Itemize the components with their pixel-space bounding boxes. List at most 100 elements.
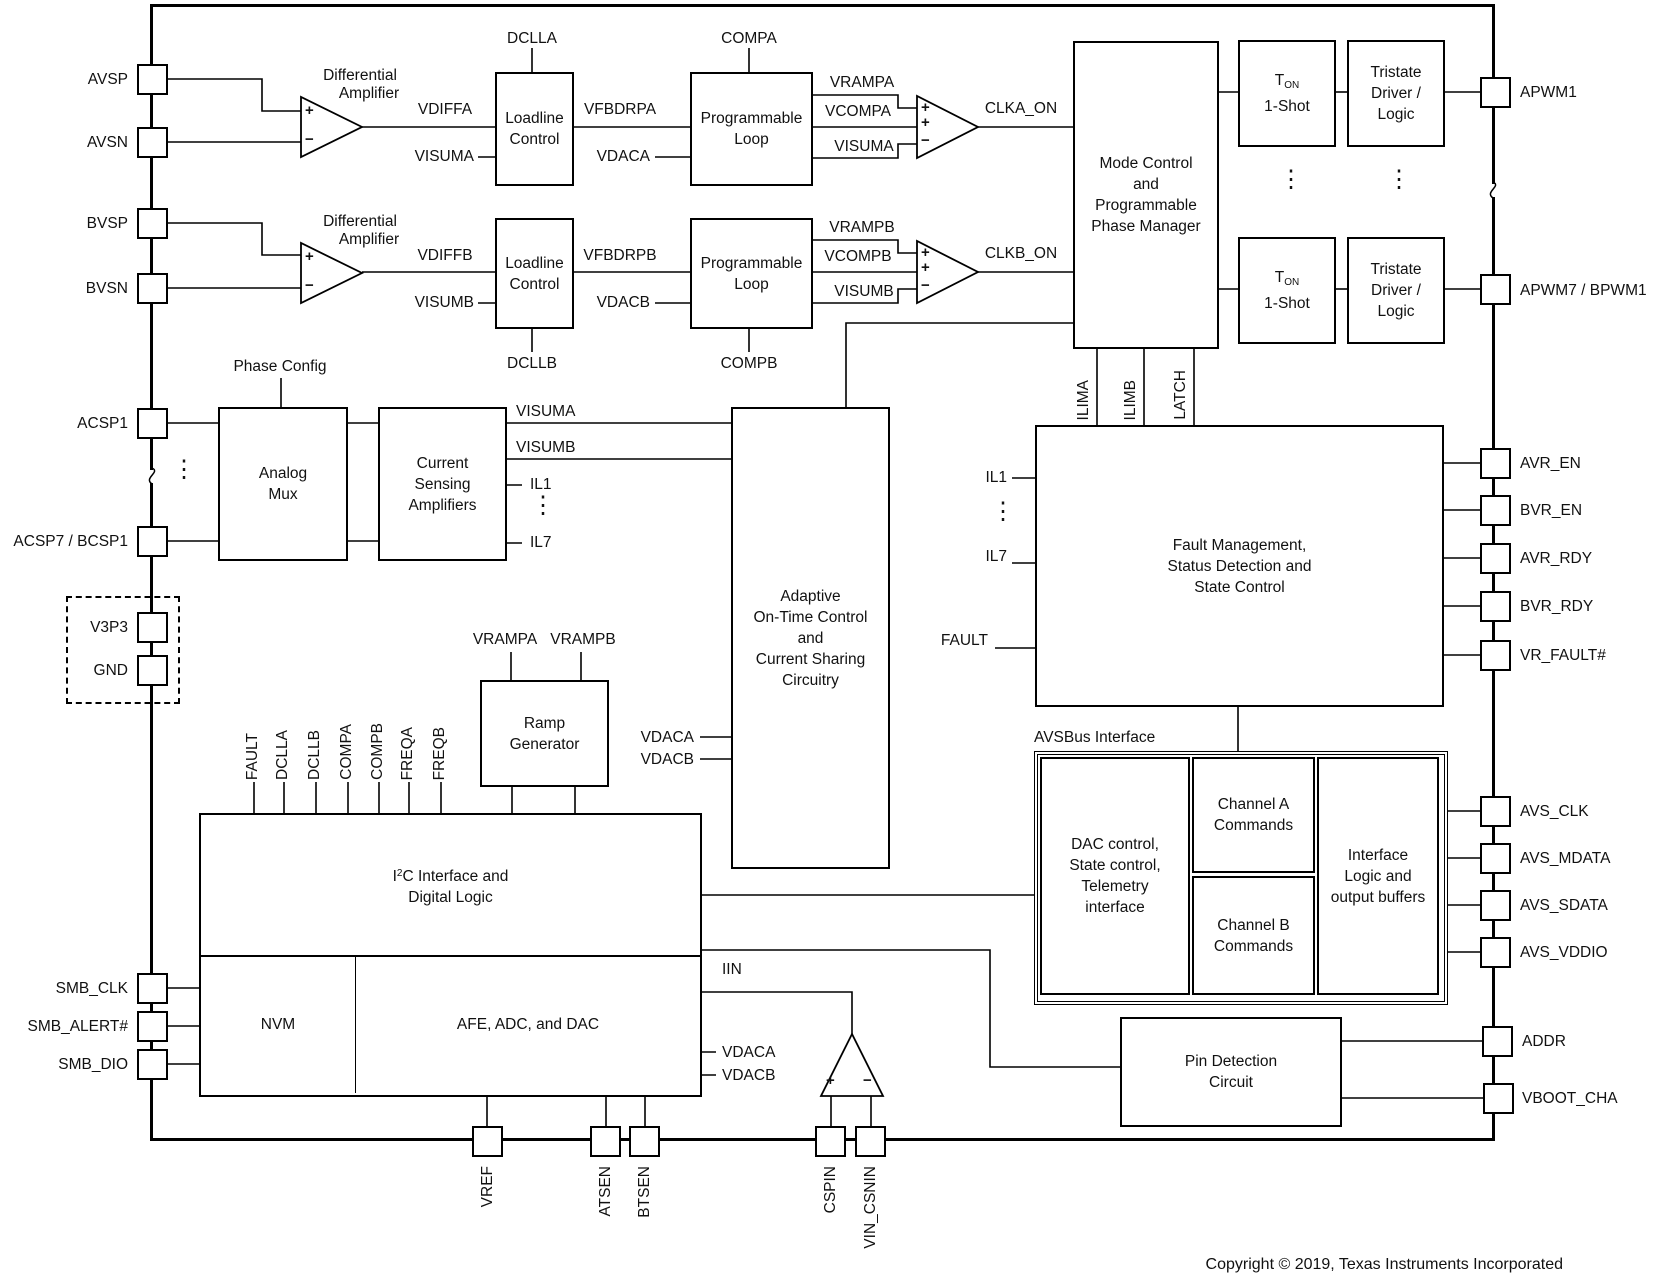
- block-ramp-generator: Ramp Generator: [480, 680, 609, 787]
- signal-phase-config: Phase Config: [233, 358, 327, 375]
- plus-sign: +: [826, 1072, 835, 1089]
- plus-sign: +: [921, 259, 930, 276]
- block-avsbus-channel-b: Channel B Commands: [1192, 876, 1315, 995]
- pin-avsn: [137, 127, 168, 158]
- pin-gnd: [137, 655, 168, 686]
- signal-dclla: DCLLA: [507, 30, 557, 47]
- copyright-text: Copyright © 2019, Texas Instruments Inco…: [1205, 1256, 1563, 1273]
- minus-sign: −: [305, 277, 314, 294]
- minus-sign: −: [305, 131, 314, 148]
- signal-fault-in: FAULT: [940, 632, 988, 649]
- pin-label-acsp1: ACSP1: [77, 415, 128, 432]
- signal-compb: COMPB: [720, 355, 778, 372]
- signal-visuma-csa: VISUMA: [516, 403, 576, 420]
- pin-cspin: [815, 1126, 846, 1157]
- supply-pins-dashed-box: [66, 596, 180, 704]
- pin-label-cspin: CSPIN: [822, 1166, 839, 1214]
- pin-label-bvr-rdy: BVR_RDY: [1520, 598, 1594, 615]
- signal-vdiffa: VDIFFA: [417, 101, 473, 118]
- pin-label-gnd: GND: [93, 662, 128, 679]
- pin-avs-mdata: [1480, 843, 1511, 874]
- block-loadline-control-b: Loadline Control: [495, 218, 574, 329]
- pin-addr: [1482, 1026, 1513, 1057]
- signal-vfbdrpb: VFBDRPB: [583, 247, 657, 264]
- block-tristate-driver-bottom: Tristate Driver / Logic: [1347, 237, 1445, 344]
- pin-vin-csnin: [855, 1126, 886, 1157]
- diff-amp-a-label: Differential Amplifier: [323, 67, 400, 102]
- pin-acsp7-bcsp1: [137, 526, 168, 557]
- ellipsis-vertical-icon: ⋮: [1387, 166, 1411, 193]
- signal-dclla-i2c: DCLLA: [274, 730, 291, 780]
- signal-visumb-comp: VISUMB: [834, 283, 894, 300]
- pin-label-vref: VREF: [479, 1166, 496, 1208]
- pin-bvsn: [137, 273, 168, 304]
- pin-label-smb-clk: SMB_CLK: [55, 980, 128, 997]
- pin-bvsp: [137, 208, 168, 239]
- signal-vrampb-ramp: VRAMPB: [550, 631, 616, 648]
- pin-smb-dio: [137, 1049, 168, 1080]
- i2c-section: I2C Interface and Digital Logic: [201, 815, 700, 957]
- block-tristate-driver-top: Tristate Driver / Logic: [1347, 40, 1445, 147]
- block-avsbus-channel-a: Channel A Commands: [1192, 757, 1315, 873]
- signal-compb-i2c: COMPB: [369, 723, 386, 780]
- pin-bvr-en: [1480, 495, 1511, 526]
- signal-dcllb: DCLLB: [507, 355, 557, 372]
- diff-amp-a-triangle: [300, 95, 365, 159]
- signal-vdaca-adaptive: VDACA: [640, 729, 694, 746]
- pin-label-bvr-en: BVR_EN: [1520, 502, 1583, 519]
- signal-vdaca-afe: VDACA: [722, 1044, 776, 1061]
- signal-visumb-csa: VISUMB: [516, 439, 576, 456]
- pin-acsp1: [137, 408, 168, 439]
- plus-sign: +: [305, 248, 314, 265]
- pin-label-vr-fault: VR_FAULT#: [1520, 647, 1606, 664]
- signal-visumb-loadline-b: VISUMB: [414, 294, 474, 311]
- pin-avsp: [137, 64, 168, 95]
- signal-ilima: ILIMA: [1075, 379, 1092, 420]
- pin-label-apwm7-bpwm1: APWM7 / BPWM1: [1520, 282, 1647, 299]
- minus-sign: −: [921, 277, 930, 294]
- wire-break-icon: [148, 467, 156, 485]
- pin-label-avr-en: AVR_EN: [1520, 455, 1581, 472]
- pin-label-smb-dio: SMB_DIO: [58, 1056, 128, 1073]
- plus-sign: +: [921, 114, 930, 131]
- block-i2c-digital: I2C Interface and Digital Logic NVM AFE,…: [199, 813, 702, 1097]
- signal-vrampa-ramp: VRAMPA: [472, 631, 538, 648]
- signal-vfbdrpa: VFBDRPA: [583, 101, 657, 118]
- signal-ilimb: ILIMB: [1122, 379, 1139, 420]
- pin-label-apwm1: APWM1: [1520, 84, 1577, 101]
- block-ton-1shot-top: TON 1-Shot: [1238, 40, 1336, 147]
- avsbus-inner-frame: [1037, 754, 1445, 1002]
- pin-label-bvsn: BVSN: [85, 280, 128, 297]
- signal-vrampb-comp: VRAMPB: [829, 219, 895, 236]
- ellipsis-vertical-icon: ⋮: [172, 456, 196, 483]
- signal-latch: LATCH: [1172, 370, 1189, 420]
- signal-clka-on: CLKA_ON: [984, 100, 1058, 117]
- afe-adc-dac-section: AFE, ADC, and DAC: [456, 1015, 600, 1033]
- wire-break-icon: [1489, 181, 1497, 199]
- signal-vdiffb: VDIFFB: [417, 247, 473, 264]
- ellipsis-vertical-icon: ⋮: [991, 498, 1015, 525]
- pin-apwm7-bpwm1: [1480, 274, 1511, 305]
- signal-dcllb-i2c: DCLLB: [306, 730, 323, 780]
- avsbus-interface-title: AVSBus Interface: [1034, 729, 1156, 746]
- comparator-a-triangle: [916, 94, 980, 160]
- signal-visuma-loadline-a: VISUMA: [414, 148, 474, 165]
- pin-avs-sdata: [1480, 890, 1511, 921]
- block-loadline-control-a: Loadline Control: [495, 72, 574, 186]
- block-analog-mux: Analog Mux: [218, 407, 348, 561]
- pin-label-vboot-cha: VBOOT_CHA: [1522, 1090, 1618, 1107]
- op-amp-triangles: [300, 94, 980, 1097]
- pin-vboot-cha: [1483, 1083, 1514, 1114]
- signal-vdacb-afe: VDACB: [722, 1067, 776, 1084]
- block-fault-management: Fault Management, Status Detection and S…: [1035, 425, 1444, 707]
- pin-avr-rdy: [1480, 543, 1511, 574]
- pin-label-btsen: BTSEN: [636, 1166, 653, 1218]
- nvm-section: NVM: [201, 955, 356, 1093]
- pin-apwm1: [1480, 77, 1511, 108]
- plus-sign: +: [305, 102, 314, 119]
- signal-vcompb: VCOMPB: [824, 248, 892, 265]
- pin-v3p3: [137, 612, 168, 643]
- pin-avs-clk: [1480, 796, 1511, 827]
- signal-fault-i2c: FAULT: [244, 732, 261, 780]
